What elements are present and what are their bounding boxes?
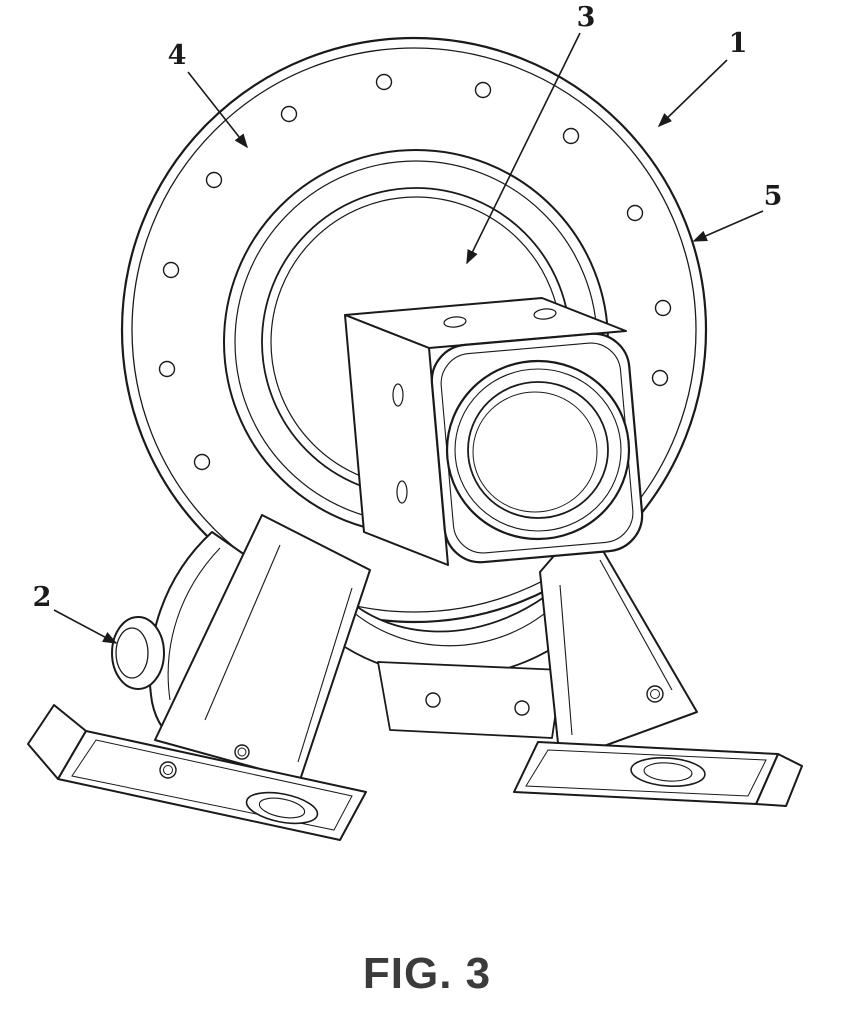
right-leg-hole-inner [650,689,660,699]
bore-opening [467,381,609,519]
center-bracket [377,661,563,739]
bracket-hole [425,692,441,708]
bolt-hole [375,73,393,91]
bolt-hole [280,105,298,123]
figure-caption: FIG. 3 [363,949,491,998]
bolt-hole [651,369,669,387]
left-foot-plate-inner-line [71,739,353,831]
knob-outer [111,616,165,690]
side-knob [111,616,165,690]
block-top-hole [533,308,557,320]
knob-inner [115,627,149,679]
bore-mid-line [454,368,622,532]
ref-label-2: 2 [33,582,52,613]
bracket-hole [514,700,530,716]
bolt-hole [205,171,223,189]
right-leg-body [539,519,698,763]
ref-label-1: 1 [729,28,748,59]
ref-label-3: 3 [577,2,596,33]
block-left-face [344,314,449,566]
left-foot-hole-inner [163,765,173,775]
bore-depth-line [472,391,598,513]
right-leg-gusset-line [559,584,573,736]
bolt-hole [193,453,211,471]
leader-line-3 [466,32,581,265]
leader-line-2 [53,609,118,644]
bolt-hole [654,299,672,317]
block-top-hole [443,316,467,328]
leader-line-4 [187,71,248,149]
leader-lines [53,32,764,644]
ref-label-5: 5 [764,181,783,212]
block-side-hole [392,383,404,407]
bolt-hole [474,81,492,99]
cradle-contour-line [339,599,561,647]
left-wing-contour-line [167,547,221,701]
bolt-hole [562,127,580,145]
left-foot-slot-inner [258,797,306,819]
block-side-hole [396,480,408,504]
leader-line-1 [657,59,728,128]
bolt-hole [626,204,644,222]
reference-numerals: 1 2 3 4 5 [33,2,783,613]
right-foot-plate-inner-line [525,749,767,797]
left-leg-hole-inner [237,747,247,757]
right-foot [513,741,803,807]
bolt-hole [162,261,180,279]
bolt-hole [158,360,176,378]
left-leg-gusset-line [297,587,353,763]
ref-label-4: 4 [168,40,187,71]
right-leg [539,519,698,763]
leader-line-5 [692,210,764,242]
center-block [344,297,644,566]
right-leg-gusset-line [599,559,673,691]
left-leg-gusset-line [204,544,281,721]
left-foot [27,704,367,841]
flange-outer-edge-inner-line [131,47,697,613]
lower-housing-band [297,557,597,739]
right-foot-slot-inner [643,762,693,782]
